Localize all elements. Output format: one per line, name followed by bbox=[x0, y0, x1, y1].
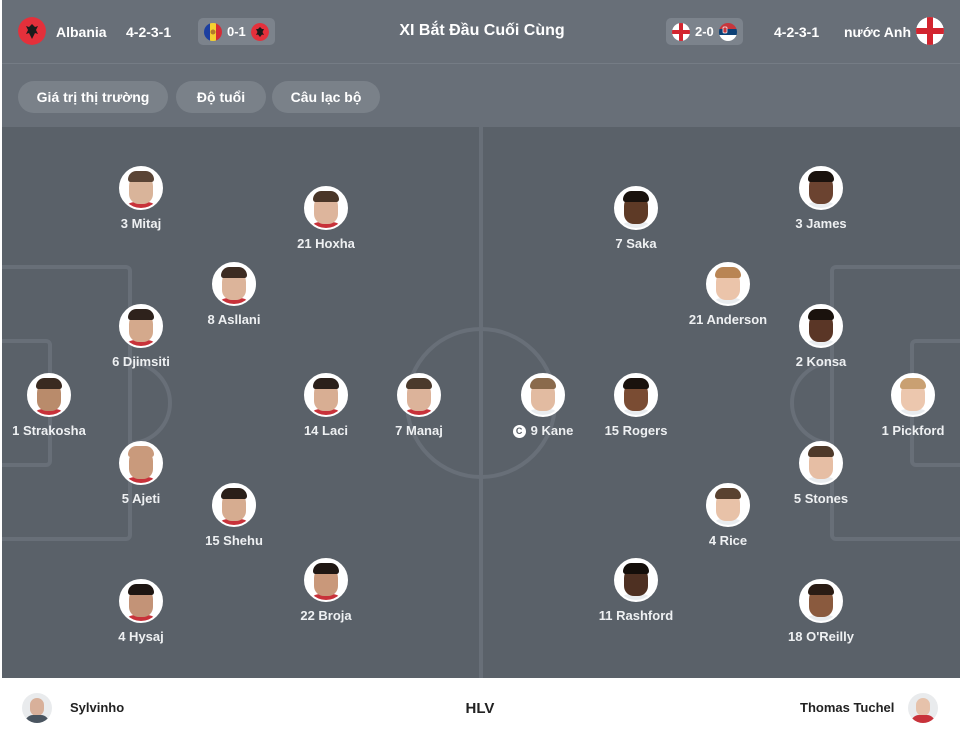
player-avatar bbox=[706, 483, 750, 527]
andorra-flag-icon bbox=[204, 22, 222, 41]
player-rashford[interactable]: 11 Rashford bbox=[576, 558, 696, 623]
player-rice[interactable]: 4 Rice bbox=[668, 483, 788, 548]
player-stones[interactable]: 5 Stones bbox=[761, 441, 881, 506]
player-anderson[interactable]: 21 Anderson bbox=[668, 262, 788, 327]
albania-flag-icon bbox=[18, 17, 46, 45]
player-oreilly[interactable]: 18 O'Reilly bbox=[761, 579, 881, 644]
coach-label: HLV bbox=[465, 700, 495, 717]
player-name: 5 Stones bbox=[793, 491, 849, 506]
player-avatar bbox=[397, 373, 441, 417]
player-name: 21 Hoxha bbox=[297, 236, 355, 251]
player-name: 18 O'Reilly bbox=[788, 629, 854, 644]
away-last-result-chip[interactable]: 2-0 bbox=[666, 18, 743, 45]
player-rogers[interactable]: 15 Rogers bbox=[576, 373, 696, 438]
filter-market-value-button[interactable]: Giá trị thị trường bbox=[18, 81, 168, 113]
player-avatar bbox=[799, 441, 843, 485]
player-avatar bbox=[27, 373, 71, 417]
home-coach-avatar bbox=[22, 693, 52, 723]
player-avatar bbox=[119, 441, 163, 485]
home-formation: 4-2-3-1 bbox=[126, 24, 172, 40]
away-coach-name[interactable]: Thomas Tuchel bbox=[800, 700, 895, 715]
filter-age-button[interactable]: Độ tuổi bbox=[176, 81, 266, 113]
player-avatar bbox=[799, 166, 843, 210]
player-james[interactable]: 3 James bbox=[761, 166, 881, 231]
player-avatar bbox=[891, 373, 935, 417]
home-last-result-chip[interactable]: 0-1 bbox=[198, 18, 275, 45]
player-avatar bbox=[521, 373, 565, 417]
player-name: 3 James bbox=[795, 216, 847, 231]
player-kane[interactable]: C 9 Kane bbox=[483, 373, 603, 438]
player-name: 6 Djimsiti bbox=[112, 354, 170, 369]
player-avatar bbox=[799, 304, 843, 348]
player-avatar bbox=[799, 579, 843, 623]
filter-bar: Giá trị thị trường Độ tuổi Câu lạc bộ bbox=[2, 63, 960, 128]
player-name: 4 Hysaj bbox=[118, 629, 164, 644]
player-name: 14 Laci bbox=[303, 423, 349, 438]
home-coach-name[interactable]: Sylvinho bbox=[70, 700, 125, 715]
player-laci[interactable]: 14 Laci bbox=[266, 373, 386, 438]
away-coach-avatar bbox=[908, 693, 938, 723]
player-konsa[interactable]: 2 Konsa bbox=[761, 304, 881, 369]
captain-icon: C bbox=[512, 425, 526, 438]
player-mitaj[interactable]: 3 Mitaj bbox=[81, 166, 201, 231]
serbia-flag-icon bbox=[718, 22, 737, 41]
lineup-title: XI Bắt Đầu Cuối Cùng bbox=[399, 22, 565, 39]
player-name: 3 Mitaj bbox=[120, 216, 162, 231]
player-saka[interactable]: 7 Saka bbox=[576, 186, 696, 251]
away-last-result-score: 2-0 bbox=[695, 24, 714, 39]
player-avatar bbox=[304, 186, 348, 230]
home-team-name: Albania bbox=[56, 24, 107, 40]
player-avatar bbox=[304, 373, 348, 417]
player-name: 1 Pickford bbox=[881, 423, 945, 438]
player-avatar bbox=[614, 186, 658, 230]
player-name: 11 Rashford bbox=[598, 608, 674, 623]
player-avatar bbox=[119, 304, 163, 348]
player-avatar bbox=[614, 373, 658, 417]
player-avatar bbox=[119, 166, 163, 210]
player-name-text: 9 Kane bbox=[530, 423, 574, 438]
player-name: C 9 Kane bbox=[483, 423, 603, 438]
player-name: 1 Strakosha bbox=[12, 423, 86, 438]
player-hoxha[interactable]: 21 Hoxha bbox=[266, 186, 386, 251]
player-name: 8 Asllani bbox=[207, 312, 261, 327]
player-pickford[interactable]: 1 Pickford bbox=[853, 373, 960, 438]
player-name: 5 Ajeti bbox=[121, 491, 161, 506]
pitch: 1 Strakosha 3 Mitaj 6 Djimsiti 5 Ajeti 4… bbox=[2, 127, 960, 678]
player-broja[interactable]: 22 Broja bbox=[266, 558, 386, 623]
player-avatar bbox=[119, 579, 163, 623]
player-name: 22 Broja bbox=[300, 608, 352, 623]
player-name: 2 Konsa bbox=[795, 354, 847, 369]
player-name: 7 Saka bbox=[615, 236, 657, 251]
player-avatar bbox=[614, 558, 658, 602]
player-strakosha[interactable]: 1 Strakosha bbox=[2, 373, 109, 438]
player-avatar bbox=[212, 483, 256, 527]
player-hysaj[interactable]: 4 Hysaj bbox=[81, 579, 201, 644]
player-asllani[interactable]: 8 Asllani bbox=[174, 262, 294, 327]
coaches-bar: Sylvinho HLV Thomas Tuchel bbox=[0, 678, 960, 739]
england-flag-small-icon bbox=[672, 22, 690, 41]
albania-flag-small-icon bbox=[250, 22, 269, 41]
player-avatar bbox=[304, 558, 348, 602]
player-name: 15 Rogers bbox=[604, 423, 668, 438]
player-djimsiti[interactable]: 6 Djimsiti bbox=[81, 304, 201, 369]
player-avatar bbox=[212, 262, 256, 306]
player-avatar bbox=[706, 262, 750, 306]
away-team-name: nước Anh bbox=[844, 24, 912, 40]
away-formation: 4-2-3-1 bbox=[774, 24, 820, 40]
player-name: 7 Manaj bbox=[395, 423, 443, 438]
lineup-header: Albania 4-2-3-1 0-1 XI Bắt Đầu Cuối Cùng… bbox=[2, 0, 960, 63]
player-name: 15 Shehu bbox=[205, 533, 263, 548]
player-shehu[interactable]: 15 Shehu bbox=[174, 483, 294, 548]
filter-club-button[interactable]: Câu lạc bộ bbox=[272, 81, 380, 113]
player-name: 4 Rice bbox=[708, 533, 748, 548]
home-last-result-score: 0-1 bbox=[227, 24, 246, 39]
player-ajeti[interactable]: 5 Ajeti bbox=[81, 441, 201, 506]
player-name: 21 Anderson bbox=[688, 312, 768, 327]
england-flag-icon bbox=[916, 17, 944, 45]
player-manaj[interactable]: 7 Manaj bbox=[359, 373, 479, 438]
